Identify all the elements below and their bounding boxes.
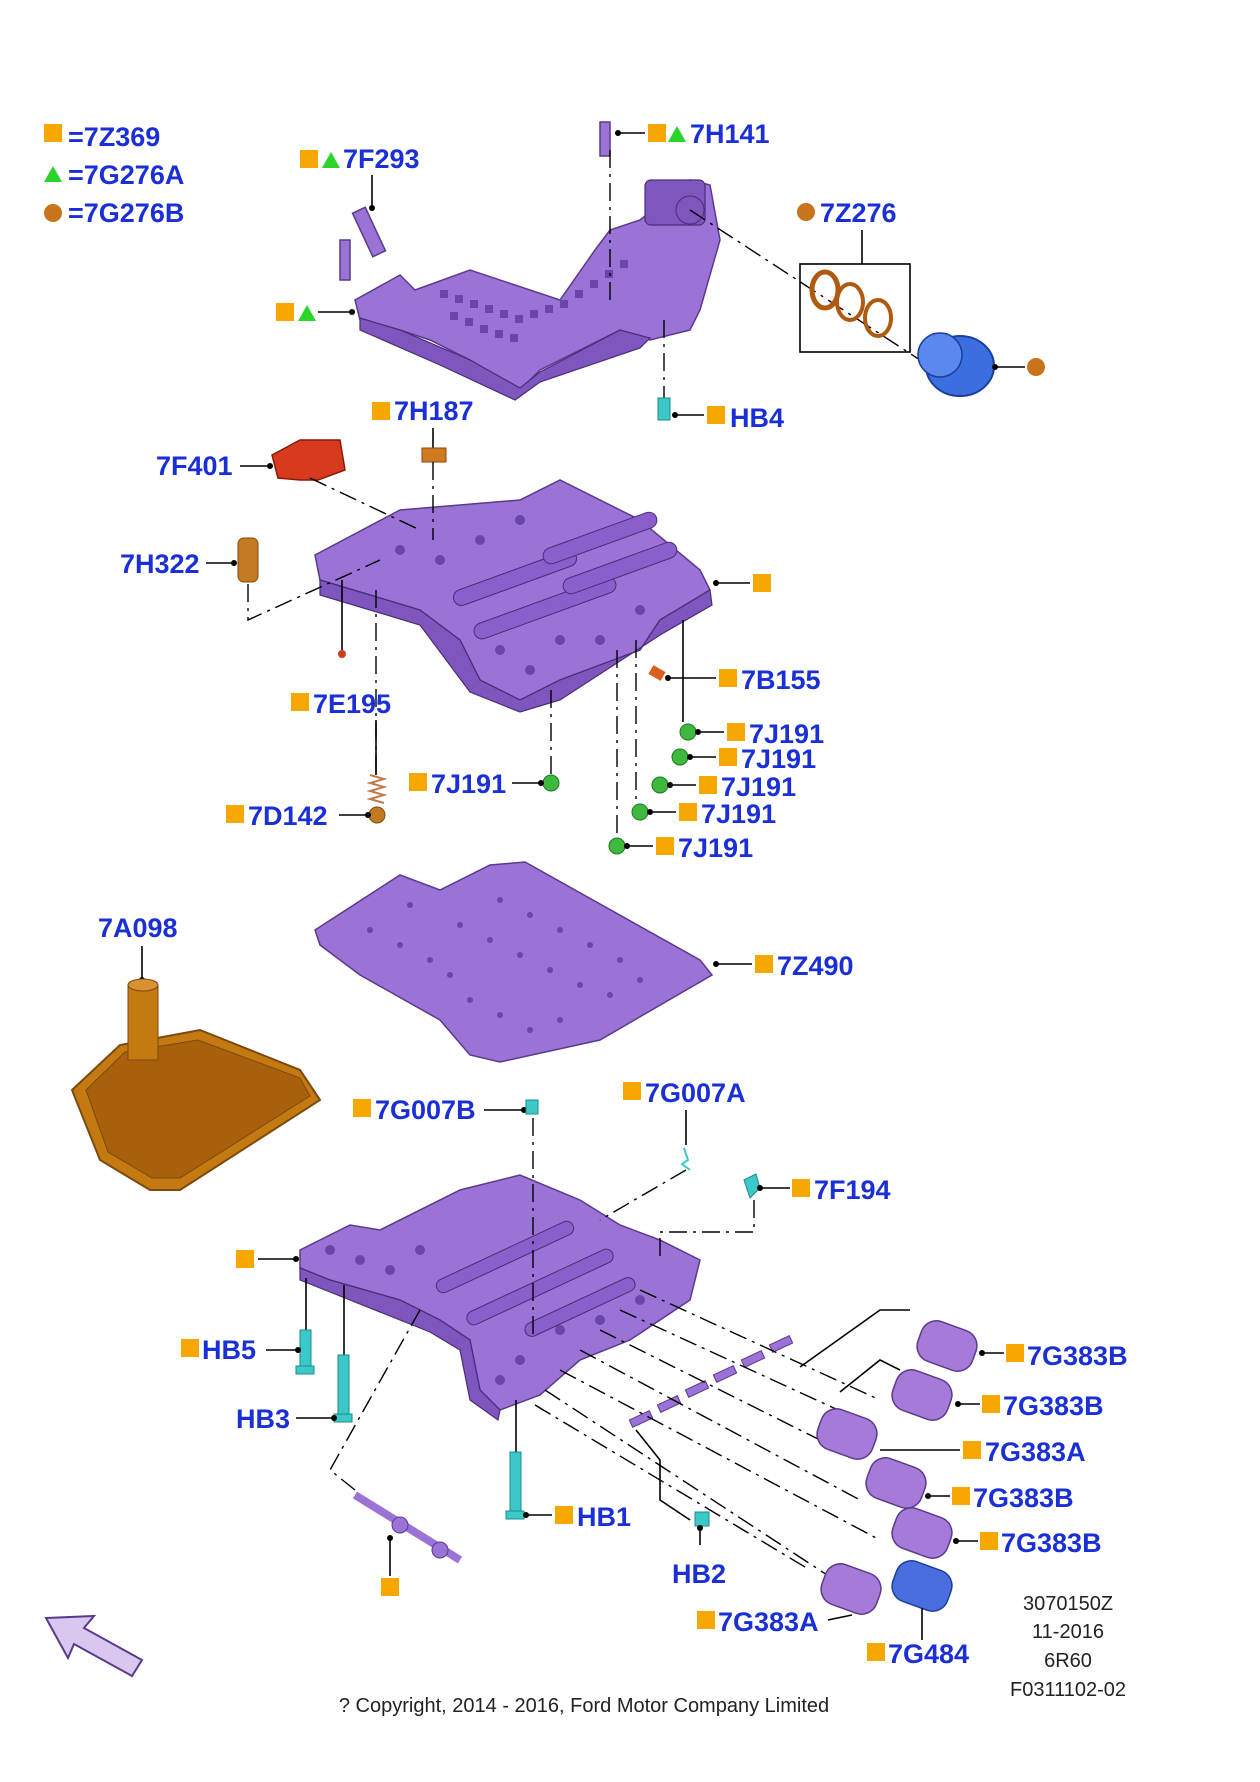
solenoid-axes	[534, 1289, 910, 1591]
legend: =7Z369 =7G276A =7G276B	[44, 122, 184, 228]
svg-text:7E195: 7E195	[313, 689, 391, 719]
svg-text:7F293: 7F293	[343, 144, 420, 174]
svg-text:7J191: 7J191	[678, 833, 753, 863]
svg-text:7G383B: 7G383B	[1003, 1391, 1104, 1421]
drawing-model: 6R60	[1044, 1650, 1092, 1672]
filter: 7A098	[70, 913, 322, 1191]
svg-text:HB4: HB4	[730, 403, 784, 433]
svg-text:7H187: 7H187	[394, 396, 474, 426]
callout-HB5: HB5	[181, 1278, 315, 1375]
callout-7F401: 7F401	[156, 439, 421, 531]
callout-7F293: 7F293	[300, 144, 420, 211]
callout-7Z490: 7Z490	[713, 951, 854, 981]
drawing-ref: F0311102-02	[1010, 1679, 1126, 1701]
svg-text:7A098: 7A098	[98, 913, 178, 943]
svg-text:7J191: 7J191	[749, 719, 824, 749]
svg-text:7J191: 7J191	[431, 769, 506, 799]
svg-text:7J191: 7J191	[701, 799, 776, 829]
pin-assembly	[329, 1309, 463, 1596]
legend-circle-text: =7G276B	[68, 198, 184, 228]
solenoids: 7G383B 7G383B 7G383A 7G383B 7G383B 7G484…	[697, 1320, 1128, 1669]
upper-valve-body	[314, 479, 713, 713]
callout-7H141: 7H141	[615, 119, 770, 149]
svg-text:HB1: HB1	[577, 1502, 631, 1532]
drawing-meta: 3070150Z 11-2016 6R60 F0311102-02 ? Copy…	[339, 1593, 1126, 1717]
svg-text:HB3: HB3	[236, 1404, 290, 1434]
callout-housing-left	[276, 303, 355, 321]
solenoid-3	[816, 1408, 960, 1460]
solenoid-5	[891, 1507, 978, 1559]
svg-text:HB5: HB5	[202, 1335, 256, 1365]
callout-7E195: 7E195	[291, 580, 391, 775]
solenoid-1	[916, 1320, 1004, 1372]
svg-text:7G383B: 7G383B	[973, 1483, 1074, 1513]
svg-text:7G383A: 7G383A	[985, 1437, 1086, 1467]
svg-text:HB2: HB2	[672, 1559, 726, 1589]
svg-text:7D142: 7D142	[248, 801, 328, 831]
svg-text:7F401: 7F401	[156, 451, 233, 481]
square-icon	[44, 124, 62, 142]
lower-valve-body	[299, 1174, 701, 1422]
separator-plate	[314, 861, 714, 1063]
svg-text:7G383A: 7G383A	[718, 1607, 819, 1637]
callout-HB4: HB4	[657, 320, 784, 433]
direction-arrow-icon	[44, 1614, 144, 1678]
svg-text:7G383B: 7G383B	[1001, 1528, 1102, 1558]
legend-square-text: =7Z369	[68, 122, 160, 152]
callout-7F194: 7F194	[659, 1173, 891, 1260]
axis-line	[689, 209, 921, 361]
solenoid-4	[865, 1457, 950, 1509]
solenoid-blue	[891, 1560, 953, 1640]
svg-text:7H141: 7H141	[690, 119, 770, 149]
svg-text:7F194: 7F194	[814, 1175, 891, 1205]
svg-text:7J191: 7J191	[721, 772, 796, 802]
callout-7D142: 7D142	[226, 590, 388, 831]
solenoid-2	[891, 1369, 980, 1421]
svg-text:7J191: 7J191	[741, 744, 816, 774]
svg-text:7Z490: 7Z490	[777, 951, 854, 981]
svg-text:7G007B: 7G007B	[375, 1095, 476, 1125]
callout-7Z276: 7Z276	[797, 198, 911, 353]
callout-7H322: 7H322	[120, 537, 381, 622]
callout-7G007B: 7G007B	[353, 1095, 539, 1340]
svg-text:7B155: 7B155	[741, 665, 821, 695]
drawing-code: 3070150Z	[1023, 1593, 1113, 1615]
svg-text:7Z276: 7Z276	[820, 198, 897, 228]
svg-text:7G484: 7G484	[888, 1639, 969, 1669]
callout-7H187: 7H187	[372, 396, 474, 540]
drawing-date: 11-2016	[1032, 1621, 1104, 1643]
clips	[628, 1335, 794, 1428]
svg-text:7G383B: 7G383B	[1027, 1341, 1128, 1371]
svg-text:7G007A: 7G007A	[645, 1078, 746, 1108]
callout-7B155: 7B155	[648, 665, 821, 695]
piston-blue	[917, 332, 1045, 397]
circle-icon	[44, 204, 62, 222]
callout-valve-body-square	[713, 574, 771, 592]
callout-lower-square	[236, 1250, 299, 1268]
callout-HB1: HB1	[505, 1400, 631, 1532]
solenoid-6	[820, 1563, 882, 1621]
triangle-icon	[44, 166, 62, 182]
callout-HB2: HB2	[635, 1429, 726, 1589]
callout-7G007A: 7G007A	[599, 1078, 746, 1221]
ball-7J191-set: 7J191 7J191 7J191 7J191 7J191 7J191	[409, 620, 824, 863]
copyright: ? Copyright, 2014 - 2016, Ford Motor Com…	[339, 1695, 829, 1717]
svg-text:7H322: 7H322	[120, 549, 200, 579]
callout-HB3: HB3	[236, 1285, 353, 1434]
legend-triangle-text: =7G276A	[68, 160, 184, 190]
